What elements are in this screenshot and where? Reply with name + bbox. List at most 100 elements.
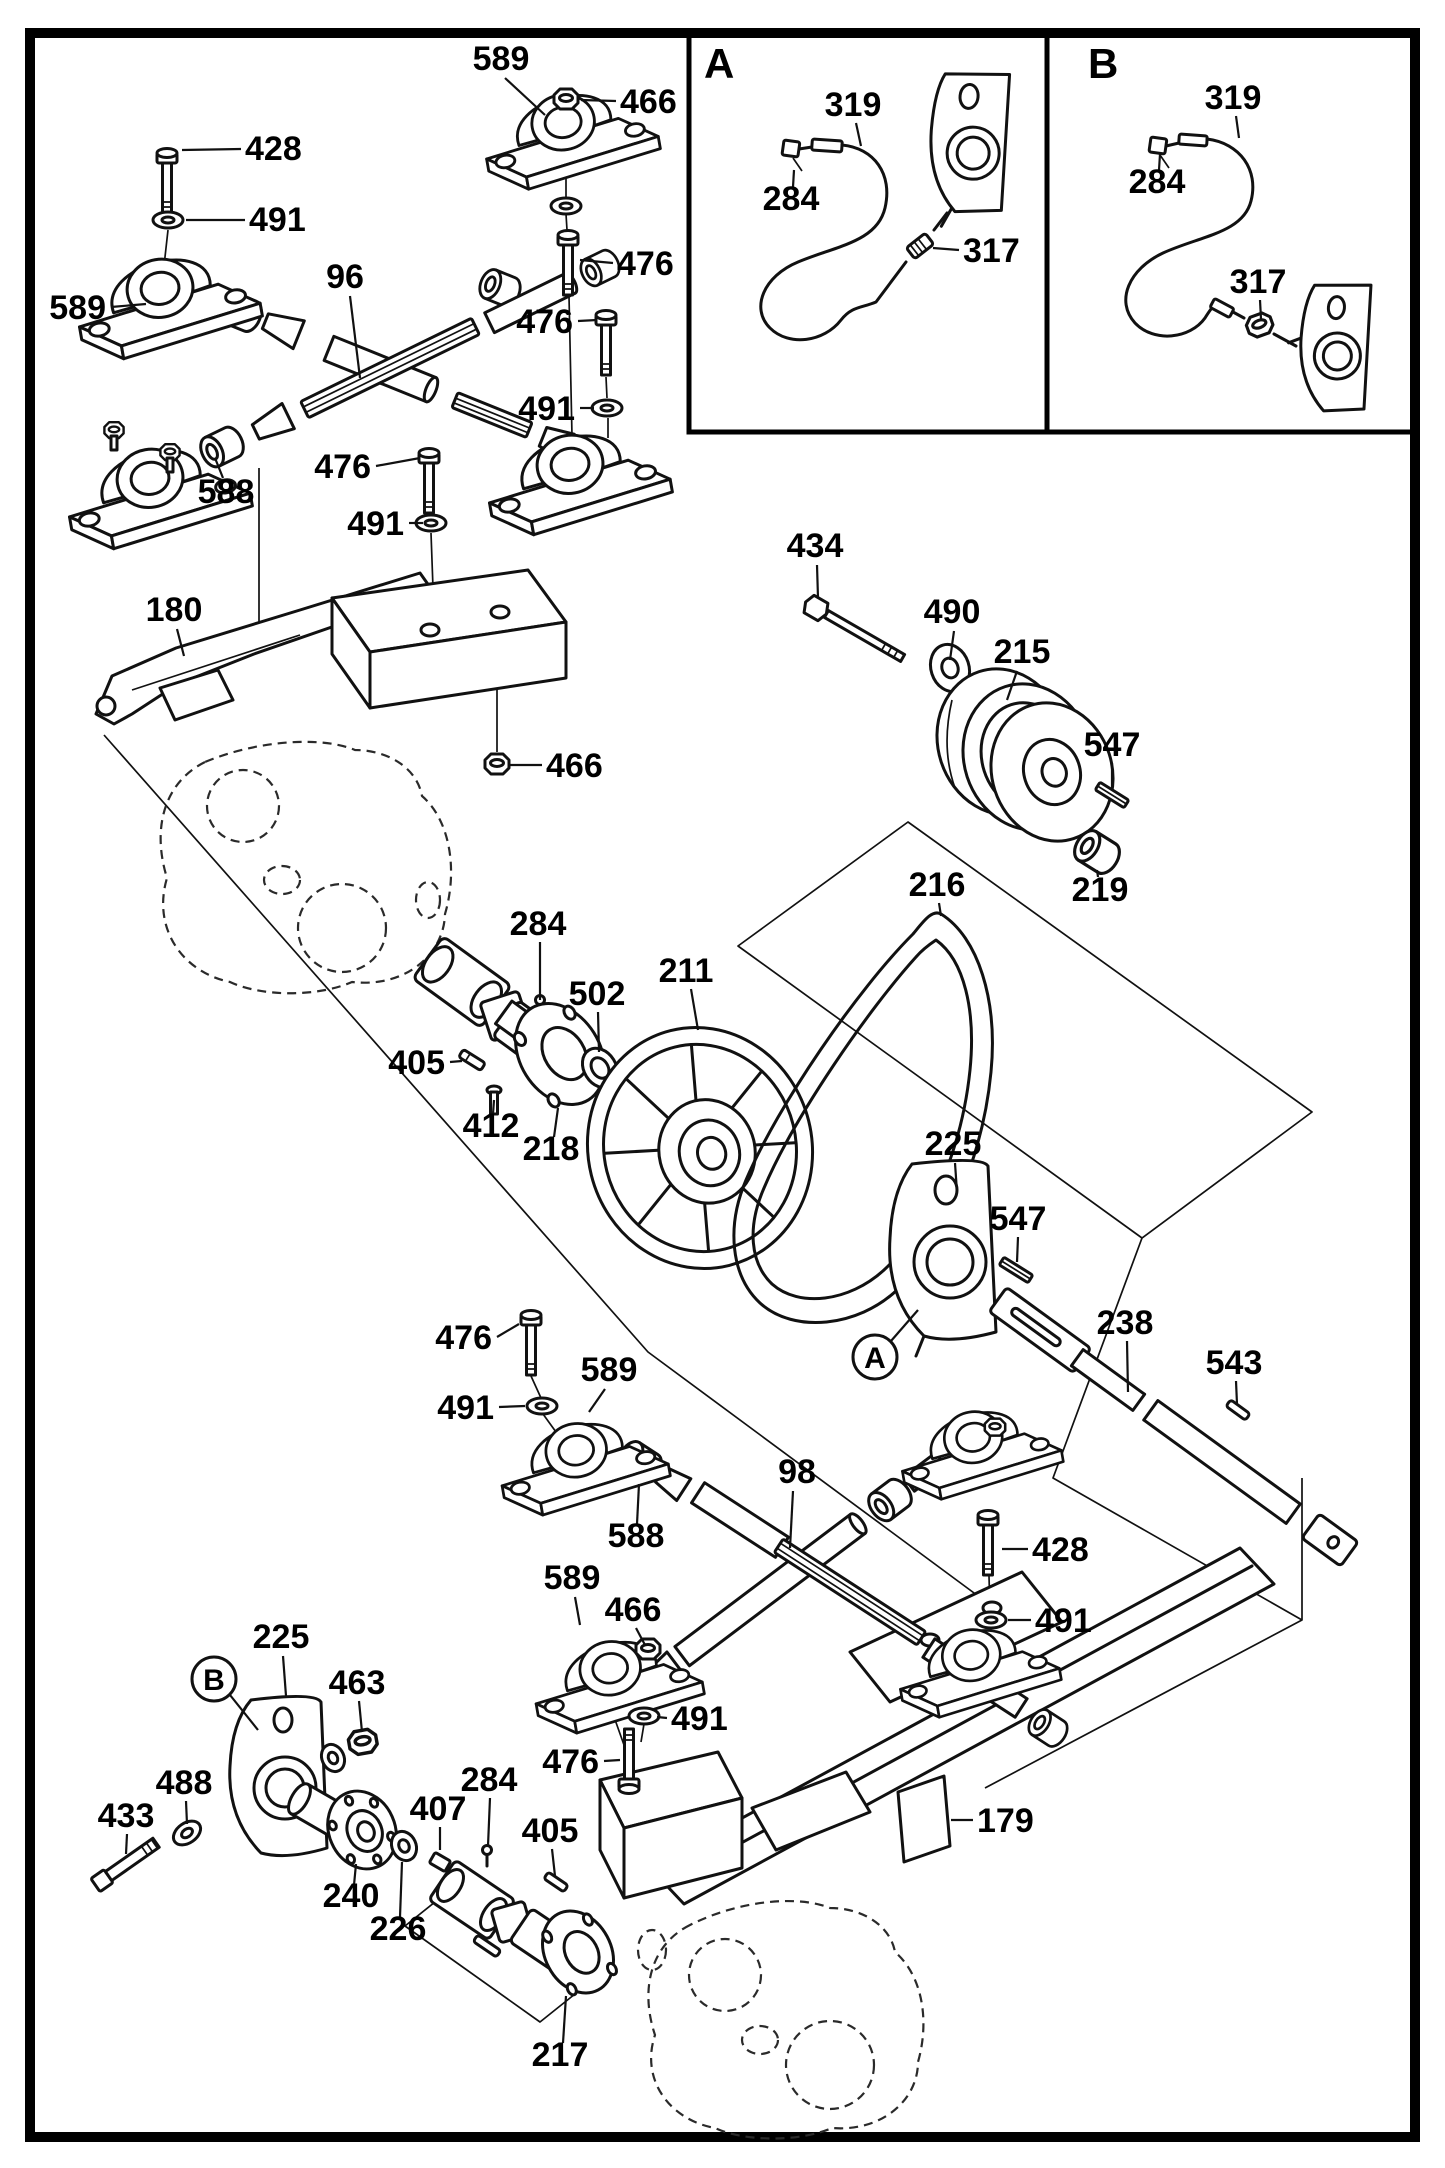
callout-leader-491: [498, 1404, 526, 1409]
part-callout-476: 476: [617, 245, 674, 283]
callout-leader-284: [791, 169, 796, 188]
part-callout-98: 98: [778, 1453, 816, 1491]
bolt-476: [417, 447, 441, 515]
detail-marker-letter-B: B: [203, 1664, 225, 1697]
part-callout-466: 466: [605, 1591, 662, 1629]
callout-leader-219: [1095, 869, 1100, 878]
callout-leader-589: [573, 1596, 582, 1626]
callout-leader-216: [937, 902, 943, 917]
part-callout-219: 219: [1072, 871, 1129, 909]
callout-leader-434: [815, 564, 820, 599]
shaft-238: [1142, 1399, 1302, 1525]
clutch-215-group: [802, 593, 1131, 880]
detail-marker-letter-A: A: [864, 1342, 886, 1375]
part-callout-211: 211: [659, 952, 714, 990]
part-callout-317: 317: [963, 232, 1020, 270]
part-callout-319: 319: [1205, 79, 1262, 117]
lower-driveline-217: [429, 1844, 618, 1997]
bearing-housing-225-b: [228, 1694, 329, 1858]
callout-leader-226: [398, 1861, 404, 1918]
callout-leader-317: [1258, 299, 1263, 320]
callout-leader-412: [491, 1099, 496, 1115]
callout-leader-589: [110, 302, 147, 309]
callout-leader-466: [635, 1627, 646, 1646]
pin-543: [1225, 1399, 1251, 1421]
callout-leader-502: [596, 1011, 601, 1053]
part-callout-412: 412: [463, 1107, 520, 1145]
part-callout-284: 284: [510, 905, 567, 943]
washer-491: [151, 210, 185, 230]
part-callout-491: 491: [1035, 1602, 1092, 1640]
part-callout-476: 476: [542, 1743, 599, 1781]
inset-b-box: B: [1044, 30, 1418, 435]
detail-marker-leader-B: [229, 1694, 259, 1731]
pillow-block-589: [492, 1407, 675, 1523]
cross-shaft-96-assembly: [58, 77, 678, 776]
callout-leader-98: [788, 1490, 795, 1549]
flange-218: [512, 1002, 612, 1109]
callout-leader-588: [635, 1483, 641, 1525]
hub-group-lower-left: [90, 1694, 452, 1893]
pin-407: [428, 1851, 452, 1873]
inset-b-letter: B: [1088, 40, 1118, 87]
callout-layer: 5894664284919658947647649158847649118046…: [49, 40, 1286, 2074]
bearing-housing-225-a-group: [888, 1158, 1359, 1567]
part-callout-225: 225: [253, 1618, 310, 1656]
callout-leader-180: [175, 628, 186, 657]
part-callout-491: 491: [671, 1700, 728, 1738]
bearing-housing-225: [888, 1158, 998, 1358]
upper-driveline: [413, 937, 815, 1270]
callout-leader-588: [213, 457, 225, 479]
callout-leader-319: [854, 122, 863, 147]
detail-marker-circle-B: [190, 1655, 238, 1703]
callout-leader-317: [932, 246, 960, 252]
cross-shaft-98-assembly: [492, 1309, 1074, 1795]
part-callout-405: 405: [388, 1044, 445, 1082]
washer-491: [525, 1396, 559, 1416]
part-callout-589: 589: [473, 40, 530, 78]
inset-a-cable-drawing: [759, 72, 1012, 342]
callout-leader-225: [281, 1655, 288, 1697]
washer-226: [389, 1829, 419, 1863]
flange-217: [541, 1909, 618, 1997]
part-callout-218: 218: [523, 1130, 580, 1168]
part-callout-491: 491: [249, 201, 306, 239]
part-callout-433: 433: [98, 1797, 155, 1835]
inset-b-cable-drawing: [1124, 132, 1373, 413]
washer-488: [171, 1819, 203, 1847]
callout-leader-463: [357, 1700, 364, 1733]
bolt-428: [976, 1509, 1000, 1577]
inset-a-bearing-housing: [929, 72, 1012, 228]
callout-leader-476: [496, 1323, 520, 1338]
bolt-476: [519, 1309, 543, 1377]
washer-491: [590, 398, 624, 418]
pulley-211: [585, 1026, 815, 1270]
part-callout-428: 428: [1032, 1531, 1089, 1569]
callout-leader-217: [561, 1995, 568, 2044]
callout-leader-488: [184, 1800, 189, 1825]
part-callout-180: 180: [146, 591, 203, 629]
part-callout-215: 215: [994, 633, 1051, 671]
callout-leader-589: [588, 1388, 606, 1413]
inset-a-letter: A: [704, 40, 734, 87]
engine-ghost-lower: [636, 1900, 925, 2140]
pillow-block: [892, 1396, 1068, 1507]
callout-leader-547: [1015, 1236, 1020, 1263]
part-callout-589: 589: [581, 1351, 638, 1389]
callout-leader-476: [375, 456, 421, 468]
callout-leader-476: [577, 318, 598, 323]
washer-491: [974, 1610, 1008, 1630]
callout-leader-284: [486, 1797, 492, 1847]
nut-466: [483, 752, 511, 776]
washer-491: [627, 1706, 661, 1726]
callout-leader-211: [689, 988, 700, 1031]
washer-490: [928, 642, 972, 694]
callout-leader-215: [1005, 670, 1019, 701]
callout-leader-476: [579, 258, 614, 265]
part-callout-238: 238: [1097, 1304, 1154, 1342]
part-callout-476: 476: [516, 303, 573, 341]
callout-leader-405: [550, 1848, 557, 1877]
part-callout-96: 96: [326, 258, 364, 296]
bolt-434: [802, 593, 907, 663]
